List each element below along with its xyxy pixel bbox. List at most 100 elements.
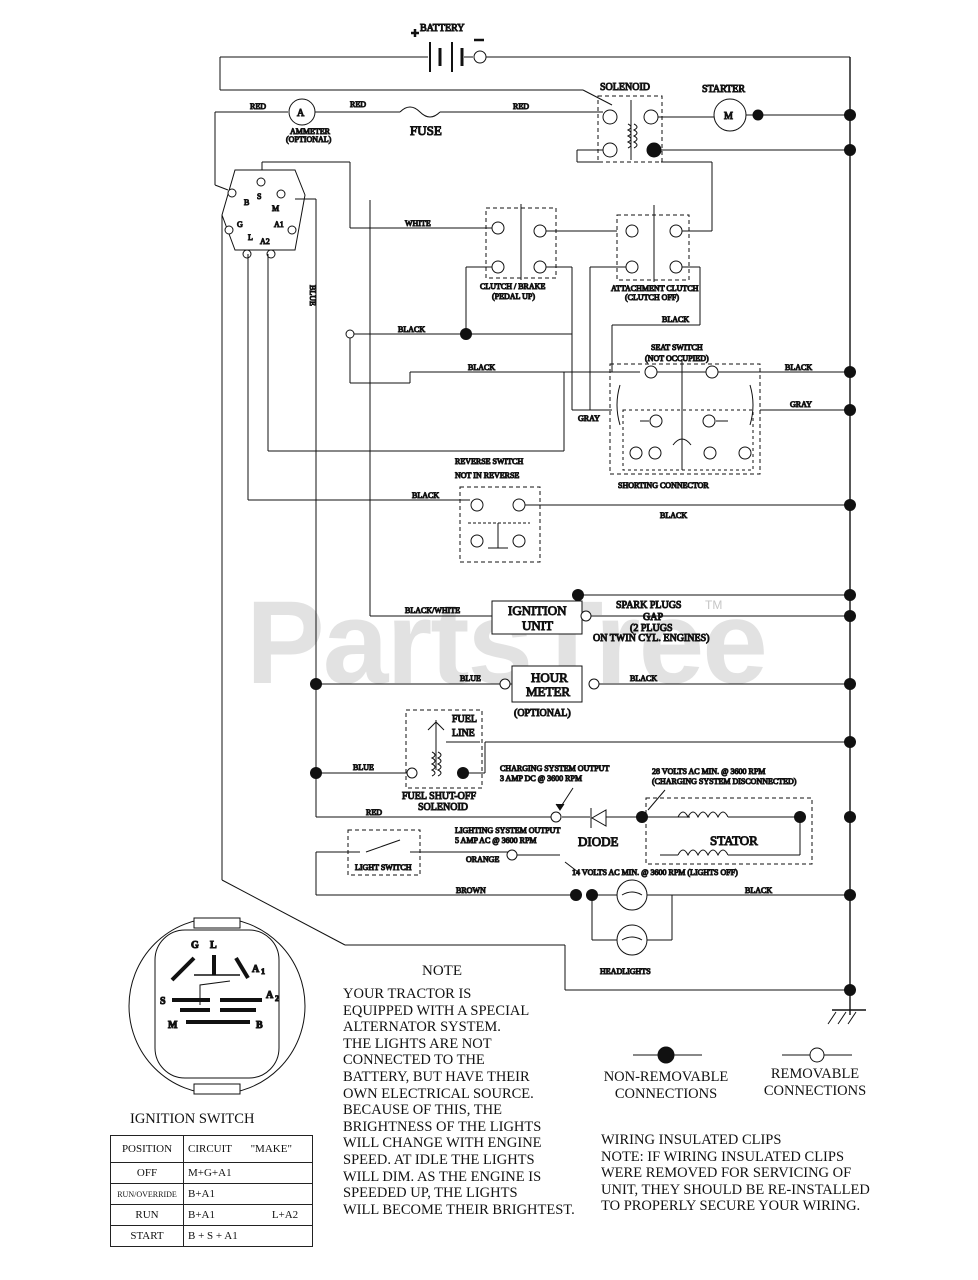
note-line: SPEED. AT IDLE THE LIGHTS [343,1151,535,1168]
ignition-position-table: POSITION CIRCUIT "MAKE" OFF M+G+A1 RUN/O… [110,1135,313,1247]
table-row: RUN/OVERRIDE B+A1 [110,1183,313,1205]
terminal-g: G [237,220,243,229]
note-line: BATTERY, BUT HAVE THEIR [343,1068,530,1085]
ignition-unit-label-2: UNIT [522,618,553,633]
terminal-a2: A2 [260,237,270,246]
legend-removable-line2: CONNECTIONS [763,1083,867,1099]
chassis-ground-symbol [827,1007,866,1025]
terminal-a1: A1 [274,220,284,229]
ign-letter-g: G [191,940,199,951]
seat-switch-label-2: (NOT OCCUPIED) [645,354,709,363]
wire-label-white: WHITE [405,219,431,228]
wire-label-blue-vert: BLUE [308,285,317,306]
diode-label: DIODE [578,834,618,849]
legend-removable-text: REMOVABLE CONNECTIONS [750,1066,880,1100]
clips-note-line: NOTE: IF WIRING INSULATED CLIPS [601,1148,845,1165]
note-line: WILL BECOME THEIR BRIGHTEST. [343,1201,575,1218]
ign-letter-a2: A [266,990,274,1001]
ign-letter-a1: A [252,964,260,975]
starter-motor [713,98,850,132]
clips-note-line: UNIT, THEY SHOULD BE RE-INSTALLED [601,1181,870,1198]
starter-label: STARTER [702,84,745,95]
wire-label-red-2: RED [350,100,366,109]
table-header-circuit-make: CIRCUIT "MAKE" [183,1135,313,1163]
ign-letter-a1-sub: 1 [261,967,265,976]
attach-clutch-label-2: (CLUTCH OFF) [625,293,679,302]
diode-symbol [590,808,607,828]
ignition-unit-box [491,600,583,635]
ammeter-label: AMMETER [290,127,331,136]
wire-label-black-8: BLACK [745,886,772,895]
ignition-connector [221,169,306,259]
wire-label-black-6: BLACK [660,511,687,520]
attach-clutch-label: ATTACHMENT CLUTCH [611,284,699,293]
fuse-label: FUSE [410,123,442,138]
wire-label-red-4: RED [366,808,382,817]
seat-switch-label: SEAT SWITCH [651,343,703,352]
hour-meter-box [511,665,583,703]
wire-label-gray-2: GRAY [790,400,812,409]
fuel-shutoff-solenoid [405,709,483,789]
table-row: START B + S + A1 [110,1225,313,1247]
battery-label: BATTERY [420,23,464,34]
ammeter-optional: (OPTIONAL) [286,135,332,144]
wire-label-black-white: BLACK/WHITE [405,606,460,615]
ign-letter-s: S [160,996,166,1007]
light-switch-label: LIGHT SWITCH [355,863,412,872]
charging-output-label: CHARGING SYSTEM OUTPUT [500,764,609,773]
battery-symbol [219,29,850,106]
ign-letter-b: B [256,1020,263,1031]
clips-note-line: WERE REMOVED FOR SERVICING OF [601,1165,852,1182]
table-cell-circuit: B + S + A1 [183,1225,258,1247]
wire-label-black-4: BLACK [785,363,812,372]
wire-label-orange: ORANGE [466,855,499,864]
non-removable-connection-dots [310,109,856,996]
solenoid [597,95,663,163]
spark-plugs-label: SPARK PLUGS [616,600,682,611]
table-header-position: POSITION [110,1135,184,1163]
stator [645,797,813,865]
wire-label-black-5: BLACK [412,491,439,500]
spark-gap-label: GAP [643,612,663,623]
fuse-symbol [399,106,441,118]
watermark-trademark: TM [705,598,723,612]
hour-meter-label-2: METER [526,684,570,699]
volts-28-label: 28 VOLTS AC MIN. @ 3600 RPM [652,767,765,776]
fuel-line-label-2: LINE [452,728,475,739]
removable-connection-dots [345,329,600,861]
ign-letter-m: M [168,1020,178,1031]
terminal-m: M [272,204,279,213]
terminal-s: S [257,192,261,201]
legend-nonremovable-symbol [633,1046,702,1064]
lighting-output-label: LIGHTING SYSTEM OUTPUT [455,826,560,835]
shorting-connector-label: SHORTING CONNECTOR [618,481,709,490]
table-cell-make [258,1225,313,1247]
wire-label-brown: BROWN [456,886,486,895]
seat-switch [609,360,761,475]
reverse-switch [459,486,541,563]
hour-meter-optional: (OPTIONAL) [514,708,571,719]
table-cell-position: START [110,1225,184,1247]
note-line: OWN ELECTRICAL SOURCE. [343,1085,534,1102]
legend-removable-symbol [782,1047,852,1063]
fuel-solenoid-label: FUEL SHUT-OFF [402,791,476,802]
starter-symbol: M [724,111,733,122]
table-cell-position: RUN [110,1204,184,1226]
clutch-label: CLUTCH / BRAKE [480,282,545,291]
reverse-switch-label-2: NOT IN REVERSE [455,471,519,480]
clips-note: WIRING INSULATED CLIPS NOTE: IF WIRING I… [601,1132,870,1215]
clutch-brake-switch [485,204,557,280]
table-cell-circuit: B+A1 [183,1204,258,1226]
table-header-circuit: CIRCUIT [188,1143,232,1155]
stator-label: STATOR [710,833,758,848]
spark-plugs-twin: ON TWIN CYL. ENGINES) [593,633,709,644]
wire-label-blue-2: BLUE [353,763,374,772]
ignition-switch-face [128,917,306,1095]
wire-label-black-1: BLACK [398,325,425,334]
solenoid-label: SOLENOID [600,82,650,93]
table-cell-make [258,1162,313,1184]
table-cell-make [258,1183,313,1205]
reverse-switch-label: REVERSE SWITCH [455,457,523,466]
table-cell-circuit: M+G+A1 [183,1162,258,1184]
